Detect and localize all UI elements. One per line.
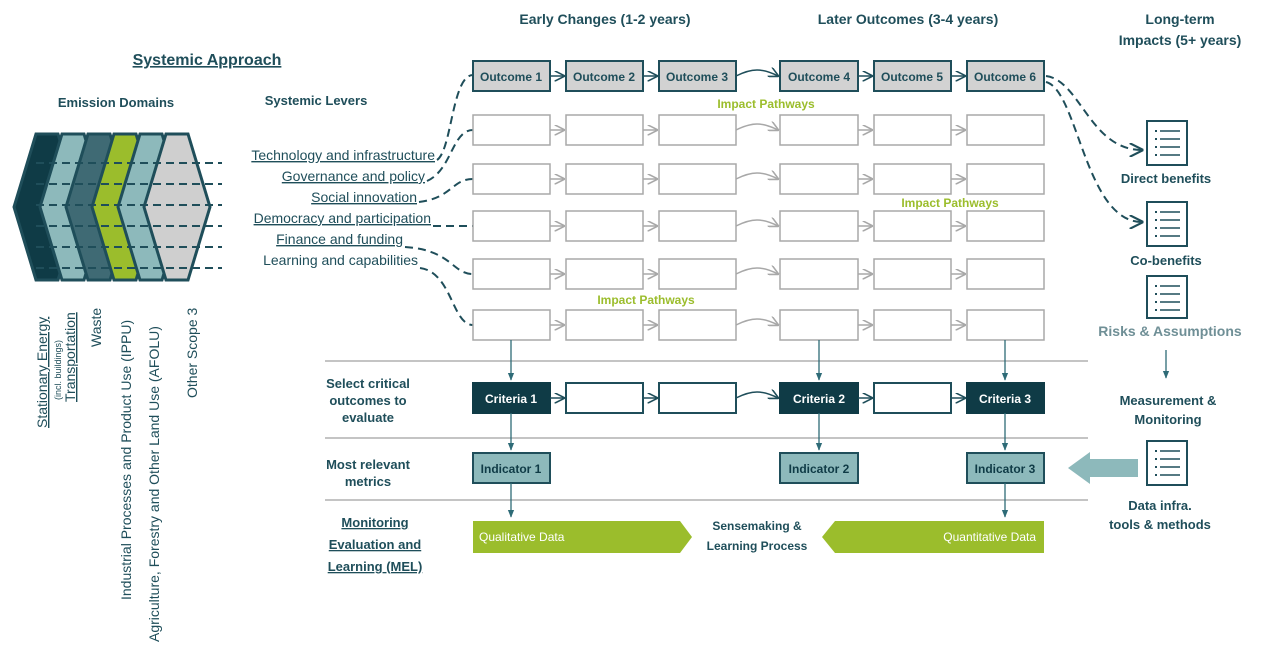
document-icon bbox=[1146, 201, 1188, 247]
left-arrow-icon bbox=[1068, 452, 1138, 484]
mel-label-line3: Learning (MEL) bbox=[328, 559, 423, 574]
impacts-column: Direct benefits Co-benefits Risks & Assu… bbox=[1068, 120, 1242, 532]
sensemaking-line2: Learning Process bbox=[707, 539, 808, 553]
header-longterm-line1: Long-term bbox=[1145, 11, 1214, 27]
outcome-6-label: Outcome 6 bbox=[974, 70, 1036, 84]
indicator-1-label: Indicator 1 bbox=[481, 462, 542, 476]
indicator-2-box bbox=[779, 452, 859, 484]
criteria-2-label: Criteria 2 bbox=[793, 392, 845, 406]
pathway-row bbox=[472, 258, 1045, 290]
pathway-row bbox=[472, 114, 1045, 146]
indicators-row: Most relevant metrics Indicator 1 Indica… bbox=[326, 452, 1045, 489]
measurement-label-line1: Measurement & bbox=[1120, 393, 1217, 408]
chevron-other-scope3 bbox=[142, 132, 212, 282]
select-label-line3: evaluate bbox=[342, 410, 394, 425]
sensemaking-line1: Sensemaking & bbox=[712, 519, 802, 533]
header-later-outcomes: Later Outcomes (3-4 years) bbox=[818, 11, 999, 27]
outcome-1-label: Outcome 1 bbox=[480, 70, 542, 84]
metrics-label-line2: metrics bbox=[345, 474, 391, 489]
data-down-arrows bbox=[507, 483, 1009, 518]
header-longterm-line2: Impacts (5+ years) bbox=[1119, 32, 1242, 48]
criteria-3-label: Criteria 3 bbox=[979, 392, 1031, 406]
document-icon bbox=[1146, 275, 1188, 319]
select-label-line1: Select critical bbox=[326, 376, 410, 391]
measurement-label-line2: Monitoring bbox=[1134, 412, 1201, 427]
pathway-row bbox=[472, 163, 1045, 195]
indicator-3-label: Indicator 3 bbox=[975, 462, 1036, 476]
domain-label-ippu: Industrial Processes and Product Use (IP… bbox=[118, 320, 134, 600]
criteria-3-box bbox=[966, 382, 1045, 414]
select-label-line2: outcomes to bbox=[329, 393, 406, 408]
qualitative-data-label: Qualitative Data bbox=[479, 530, 565, 544]
domain-label-afolu: Agriculture, Forestry and Other Land Use… bbox=[146, 326, 162, 642]
emission-domains-heading: Emission Domains bbox=[58, 95, 174, 110]
lever-finance: Finance and funding bbox=[276, 231, 403, 247]
criteria-row: Select critical outcomes to evaluate Cri… bbox=[326, 376, 1045, 425]
direct-benefits-label: Direct benefits bbox=[1121, 171, 1211, 186]
co-benefits-label: Co-benefits bbox=[1130, 253, 1202, 268]
header-early-changes: Early Changes (1-2 years) bbox=[519, 11, 690, 27]
outcome-2-label: Outcome 2 bbox=[573, 70, 635, 84]
lever-connectors bbox=[404, 74, 474, 326]
domain-label-other-scope3: Other Scope 3 bbox=[184, 308, 200, 398]
mel-label-line1: Monitoring bbox=[341, 515, 408, 530]
lever-learning: Learning and capabilities bbox=[263, 252, 418, 268]
document-icon bbox=[1146, 120, 1188, 166]
indicator-3-box bbox=[966, 452, 1045, 484]
criteria-down-arrows bbox=[507, 340, 1009, 381]
systemic-levers: Technology and infrastructure Governance… bbox=[251, 147, 435, 268]
outcome-row: Outcome 1 Outcome 2 Outcome 3 Outcome 4 … bbox=[472, 60, 1045, 92]
risks-assumptions-label: Risks & Assumptions bbox=[1098, 323, 1242, 339]
outcome-5-label: Outcome 5 bbox=[881, 70, 943, 84]
impact-pathways-label-2: Impact Pathways bbox=[901, 196, 999, 210]
lever-governance: Governance and policy bbox=[282, 168, 425, 184]
domain-labels: Stationary Energy (incl. buildings) Tran… bbox=[34, 308, 200, 642]
outcome-2-box bbox=[565, 60, 644, 92]
outcome-4-box bbox=[779, 60, 859, 92]
impact-pathways-label-1: Impact Pathways bbox=[717, 97, 815, 111]
lever-technology: Technology and infrastructure bbox=[251, 147, 435, 163]
outcome-6-box bbox=[966, 60, 1045, 92]
impact-pathways-label-3: Impact Pathways bbox=[597, 293, 695, 307]
pathway-grid bbox=[472, 114, 1045, 341]
metrics-label-line1: Most relevant bbox=[326, 457, 410, 472]
impact-connectors bbox=[1045, 75, 1142, 222]
domain-label-waste: Waste bbox=[88, 308, 104, 347]
mel-row: Monitoring Evaluation and Learning (MEL)… bbox=[328, 515, 1044, 574]
systemic-levers-heading: Systemic Levers bbox=[265, 93, 368, 108]
mel-label-line2: Evaluation and bbox=[329, 537, 422, 552]
criteria-1-label: Criteria 1 bbox=[485, 392, 537, 406]
indicator-down-arrows bbox=[507, 413, 1009, 451]
domain-sublabel-buildings: (incl. buildings) bbox=[53, 340, 63, 400]
outcome-3-box bbox=[658, 60, 737, 92]
data-infra-label-line2: tools & methods bbox=[1109, 517, 1211, 532]
indicator-2-label: Indicator 2 bbox=[789, 462, 850, 476]
data-infra-label-line1: Data infra. bbox=[1128, 498, 1192, 513]
outcome-4-label: Outcome 4 bbox=[788, 70, 850, 84]
quantitative-data-label: Quantitative Data bbox=[943, 530, 1036, 544]
outcome-3-label: Outcome 3 bbox=[666, 70, 728, 84]
lever-social-innovation: Social innovation bbox=[311, 189, 417, 205]
pathway-row bbox=[472, 309, 1045, 341]
quantitative-data-arrow bbox=[822, 521, 1044, 553]
lever-democracy: Democracy and participation bbox=[254, 210, 431, 226]
outcome-1-box bbox=[472, 60, 551, 92]
domain-label-stationary-energy: Stationary Energy bbox=[34, 317, 50, 428]
emission-domain-chevrons bbox=[12, 132, 212, 282]
lever-dash-lines bbox=[36, 162, 222, 269]
pathway-row bbox=[472, 210, 1045, 242]
title-systemic-approach: Systemic Approach bbox=[133, 52, 282, 69]
domain-label-transportation: Transportation bbox=[62, 312, 78, 402]
qualitative-data-arrow bbox=[473, 521, 692, 553]
document-icon bbox=[1146, 440, 1188, 486]
